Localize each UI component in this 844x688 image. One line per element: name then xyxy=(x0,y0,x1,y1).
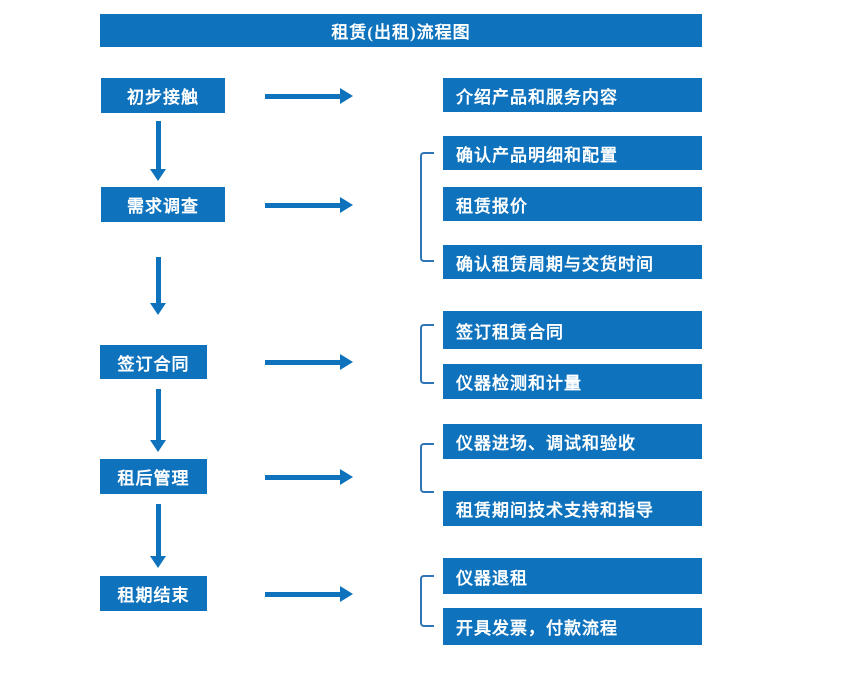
detail-box-5-2: 开具发票，付款流程 xyxy=(443,608,702,645)
stage-box-2: 需求调查 xyxy=(101,187,225,222)
page-title: 租赁(出租)流程图 xyxy=(331,23,471,42)
detail-box-1-1: 介绍产品和服务内容 xyxy=(443,78,702,112)
arrow-stem xyxy=(265,359,340,365)
arrow-head xyxy=(150,556,166,568)
right-arrow-2 xyxy=(265,197,353,213)
down-arrow-4 xyxy=(150,504,166,568)
stage-box-1: 初步接触 xyxy=(101,78,225,113)
detail-box-4-2: 租赁期间技术支持和指导 xyxy=(443,491,702,526)
flowchart-title-bar: 租赁(出租)流程图 xyxy=(100,14,702,47)
arrow-stem xyxy=(265,93,340,99)
arrow-head xyxy=(340,586,353,602)
right-arrow-1 xyxy=(265,88,353,104)
right-arrow-3 xyxy=(265,354,353,370)
stage-box-5: 租期结束 xyxy=(100,576,207,611)
arrow-head xyxy=(340,197,353,213)
stage-box-3: 签订合同 xyxy=(100,345,207,379)
detail-box-2-2: 租赁报价 xyxy=(443,187,702,221)
detail-box-2-1: 确认产品明细和配置 xyxy=(443,136,702,170)
arrow-head xyxy=(150,303,166,315)
detail-box-5-1: 仪器退租 xyxy=(443,558,702,594)
arrow-head xyxy=(340,354,353,370)
group-bracket-stage-3 xyxy=(420,324,434,384)
right-arrow-5 xyxy=(265,586,353,602)
detail-box-3-1: 签订租赁合同 xyxy=(443,311,702,349)
arrow-stem xyxy=(265,474,340,480)
right-arrow-4 xyxy=(265,469,353,485)
stage-box-4: 租后管理 xyxy=(100,459,207,494)
detail-box-2-3: 确认租赁周期与交货时间 xyxy=(443,245,702,279)
down-arrow-2 xyxy=(150,257,166,315)
arrow-head xyxy=(340,469,353,485)
detail-box-4-1: 仪器进场、调试和验收 xyxy=(443,424,702,459)
arrow-stem xyxy=(265,591,340,597)
arrow-head xyxy=(340,88,353,104)
down-arrow-1 xyxy=(150,121,166,181)
group-bracket-stage-4 xyxy=(420,443,434,493)
arrow-stem xyxy=(155,121,161,169)
arrow-stem xyxy=(155,504,161,556)
group-bracket-stage-2 xyxy=(420,152,434,262)
group-bracket-stage-5 xyxy=(420,575,434,627)
detail-box-3-2: 仪器检测和计量 xyxy=(443,364,702,399)
arrow-stem xyxy=(155,389,161,440)
arrow-head xyxy=(150,440,166,452)
arrow-stem xyxy=(265,202,340,208)
down-arrow-3 xyxy=(150,389,166,452)
arrow-head xyxy=(150,169,166,181)
arrow-stem xyxy=(155,257,161,303)
